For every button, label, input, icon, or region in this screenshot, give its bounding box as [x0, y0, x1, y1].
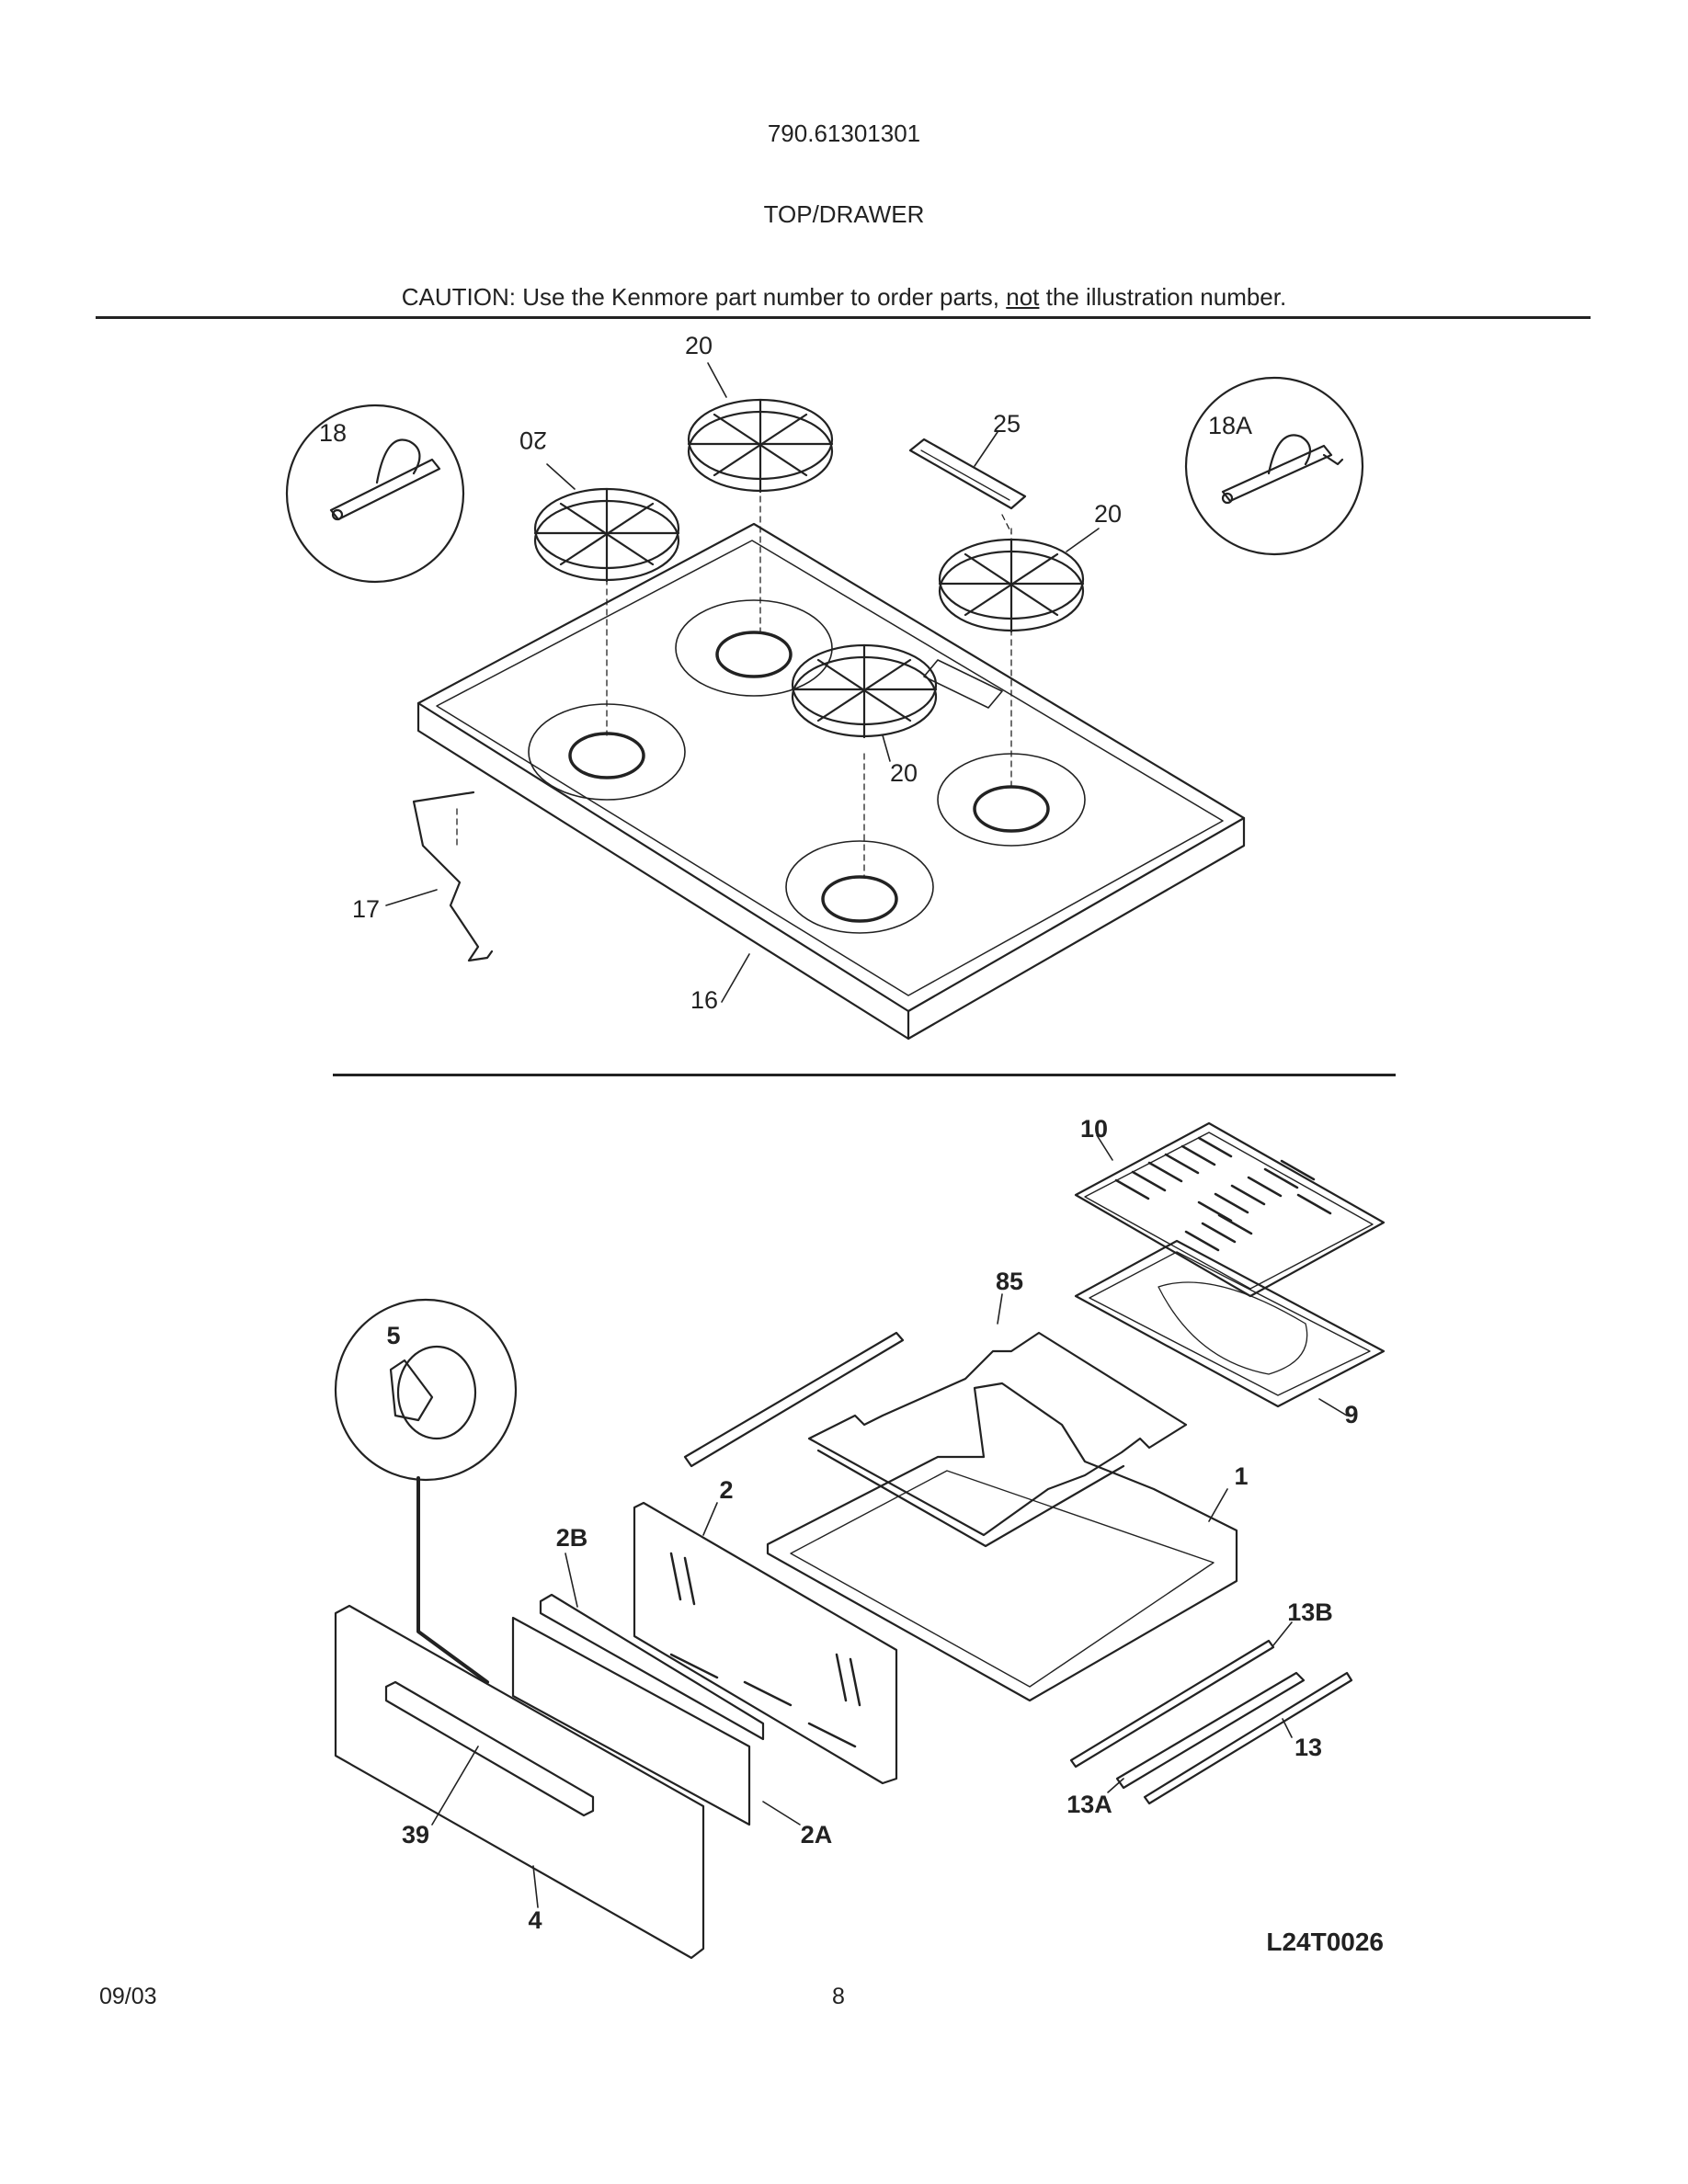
- callout-knob: 5: [386, 1322, 400, 1349]
- drawer-body: [766, 1382, 1238, 1702]
- caution-emphasis: not: [1006, 283, 1040, 311]
- callout-slide-upper: 13B: [1287, 1598, 1333, 1626]
- leader-lines-top: [385, 362, 1100, 1003]
- section-title: TOP/DRAWER: [763, 200, 925, 228]
- callout-drawer-panel: 2B: [556, 1524, 588, 1552]
- callout-slide: 13: [1295, 1734, 1322, 1761]
- detail-knob: [334, 1298, 518, 1482]
- cooktop: [416, 522, 1246, 1041]
- grate-left: [533, 487, 680, 583]
- callout-grate-top-center: 20: [685, 332, 713, 359]
- wire-rack: [807, 1331, 1188, 1548]
- callout-broil-pan: 9: [1344, 1401, 1358, 1428]
- knob-leader: [416, 1476, 489, 1684]
- caution-prefix: CAUTION: Use the Kenmore part number to …: [401, 283, 1007, 311]
- header-divider: [96, 316, 1591, 319]
- burner-wells: [528, 599, 1086, 934]
- callout-handle: 39: [402, 1821, 429, 1848]
- detail-bracket-right: [1184, 376, 1364, 556]
- vent-trim: [908, 438, 1027, 510]
- page-number: 8: [832, 1984, 845, 2009]
- broil-pan: [1074, 1239, 1386, 1408]
- drawer-back: [633, 1501, 898, 1785]
- callout-support-rod: 17: [352, 895, 380, 923]
- callout-broil-grid: 10: [1080, 1115, 1108, 1143]
- detail-bracket-left: [285, 404, 465, 584]
- callout-drawer-back: 2: [719, 1476, 733, 1504]
- leader-lines-bottom: [431, 1134, 1348, 1908]
- grate-top-center: [687, 398, 834, 494]
- callout-drawer-front: 4: [528, 1906, 542, 1934]
- callout-drawer-trim: 2A: [801, 1821, 833, 1848]
- callout-grate-left: 20: [519, 427, 547, 454]
- callout-vent-trim: 25: [993, 410, 1021, 438]
- callout-grate-right: 20: [1094, 500, 1122, 528]
- footer-date: 09/03: [99, 1984, 157, 2009]
- caution-suffix: the illustration number.: [1039, 283, 1287, 311]
- drawer-trim: [511, 1616, 751, 1826]
- section-divider: [333, 1074, 1396, 1076]
- support-rod: [412, 791, 494, 962]
- slide-left: [683, 1331, 905, 1468]
- grate-center: [791, 643, 938, 739]
- model-number: 790.61301301: [767, 119, 921, 147]
- callout-drawer-body: 1: [1234, 1462, 1248, 1490]
- diagram-code: L24T0026: [1266, 1928, 1384, 1956]
- broil-grid: [1074, 1121, 1386, 1298]
- callout-grate-center: 20: [890, 759, 918, 787]
- callout-bracket-right: 18A: [1208, 412, 1252, 439]
- grate-right: [938, 538, 1085, 633]
- drawer-front: [334, 1604, 705, 1960]
- callout-bracket-left: 18: [319, 419, 347, 447]
- slides-right: [1069, 1639, 1353, 1805]
- callout-cooktop: 16: [690, 986, 718, 1014]
- drawer-panel: [539, 1593, 765, 1741]
- caution-note: CAUTION: Use the Kenmore part number to …: [0, 283, 1688, 312]
- callout-slide-lower: 13A: [1066, 1791, 1112, 1818]
- callout-wire-rack: 85: [996, 1268, 1023, 1295]
